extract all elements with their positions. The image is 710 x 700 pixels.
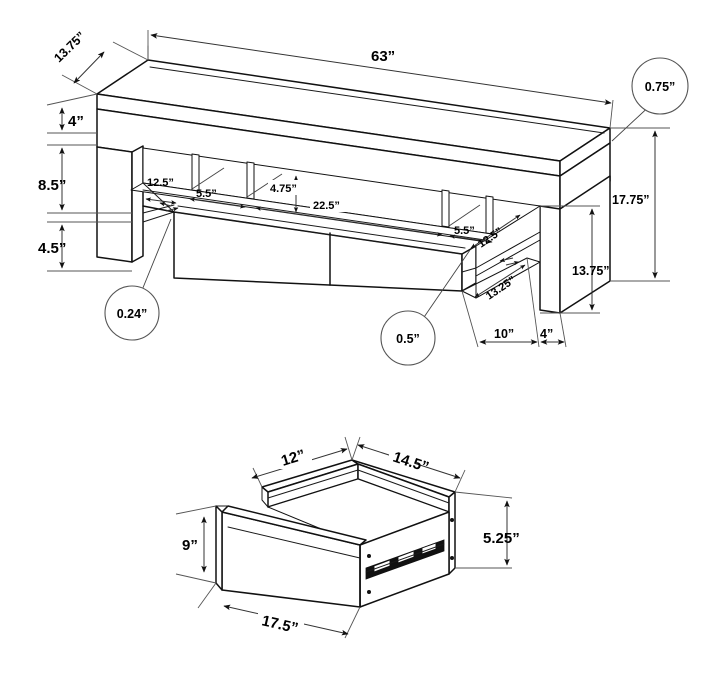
drawer-right-wall-edge [448,491,456,575]
left-leg-side-face [131,145,144,263]
dim-125L-line [145,197,177,205]
dim-width-label-bg [364,47,404,65]
callout-top-thickness: 0.75” [611,57,689,142]
dim-145-ext-a [344,436,353,461]
dimension-box-height: 5.25” [454,491,520,569]
left-leg [96,145,144,263]
screw-dot-4 [450,556,454,560]
drawer-front-left-edge [215,505,223,591]
callout-05-tick-b [505,260,520,266]
dim-4R-ext-b [559,312,567,348]
dimension-bottom-right: 10” 4” [461,257,567,348]
dim-145-label-bg [389,447,433,464]
dim-525-ext-a [454,491,513,499]
dim-475-leader [246,173,283,198]
callout-05-tick-a [499,257,514,263]
drawer-floor-reveal [227,526,361,559]
dimension-front-width: 17.5” [197,582,361,639]
callout-075-circle [631,57,689,115]
dim-1325-line [474,264,526,298]
dimension-drawer-depth: 12” [251,436,361,488]
dim-9-label: 9” [182,537,198,554]
drawer-slide-rail [365,539,445,580]
dim-175-ext-a [197,582,217,609]
callout-divider-thickness: 0.5” [380,249,520,366]
drawer-front-top-band [221,505,367,546]
dimension-shelf-band: 12.5” 5.5” 4.75” 22.5” 5.5” [145,167,521,250]
dim-10-ext-a [461,290,479,348]
dimension-left-stack: 4” 8.5” 4.5” [38,93,132,272]
screw-dot-3 [450,518,454,522]
dim-4R-label: 4” [540,327,553,341]
dim-9-ext-b [175,573,217,584]
dim-145-ext-b [454,469,466,493]
dim-525-label: 5.25” [483,530,520,547]
callout-075-label: 0.75” [645,80,676,94]
dimension-overall-height: 17.75” [610,127,670,282]
divider-2 [246,161,255,200]
dim-85-label: 8.5” [38,177,66,194]
callout-024-circle [104,285,160,341]
dim-depth-ext-b [61,74,98,95]
dim-125L-label: 12.5” [147,177,174,189]
callout-024-leader [137,218,172,301]
dim-width-label: 63” [371,48,395,65]
callout-024-tick-b [165,207,179,212]
dim-475-label-bg [268,180,308,195]
screw-dot-2 [367,590,371,594]
left-bay-bottom-diagonal [142,211,175,223]
dim-depth-label: 13.75” [51,29,88,65]
dim-12-ext-a [351,436,361,461]
dim-10-ext-b [526,257,540,348]
callout-024-label: 0.24” [117,307,148,321]
dim-475-label: 4.75” [270,183,297,195]
dim-12-label-bg [278,452,312,469]
dim-width-ext-b [609,99,614,129]
dim-225-label-bg [310,196,356,212]
right-leg-front-face [539,205,561,314]
left-ext-top [46,93,98,106]
dim-55R-leader [448,204,481,227]
dim-depth-ext-a [112,41,149,61]
callout-05-circle [380,310,436,366]
dimension-body-height: 13.75” [540,205,610,314]
dim-1775-label: 17.75” [612,193,650,207]
callout-panel-thickness: 0.24” [104,202,179,341]
dim-55L-line [189,197,246,209]
drawer-back-left-end [261,486,269,508]
dim-depth-line [73,51,105,84]
divider-1 [191,153,200,192]
dim-9-ext-a [175,505,217,515]
slide-rail-scribe [365,543,445,573]
left-bay-shelf-line [142,205,175,213]
dim-10-label: 10” [494,327,514,341]
dim-175-label-bg [258,610,304,628]
callout-024-tick-a [159,202,172,207]
divider-4 [485,195,494,235]
drawer-box [215,459,456,608]
screw-dot-1 [367,554,371,558]
dim-55L-label: 5.5” [196,188,217,200]
divider-3 [441,189,450,228]
bay-shelf-front-edge [461,267,477,273]
dim-225-line [255,206,443,237]
dim-4-label: 4” [68,113,84,130]
drawer-detail-view: 12” 14.5” 9” 5.25” [175,436,520,639]
dimension-width-top: 63” [147,30,614,129]
dim-225-label: 22.5” [313,200,340,212]
dim-45-label: 4.5” [38,240,66,257]
dim-125R-line [470,214,521,249]
callout-05-leader [419,249,471,324]
callout-05-label: 0.5” [396,332,420,346]
left-leg-outer-face [96,146,133,263]
dim-55R-label: 5.5” [454,225,475,237]
dim-1375-label: 13.75” [572,264,610,278]
dim-12-label: 12” [279,446,307,469]
dim-width-line [150,33,612,105]
main-assembly-view: 13.75” 63” 0.75” [38,29,689,366]
dim-55L-leader [191,167,225,190]
dimension-front-height: 9” [175,505,217,584]
right-leg [539,175,611,314]
